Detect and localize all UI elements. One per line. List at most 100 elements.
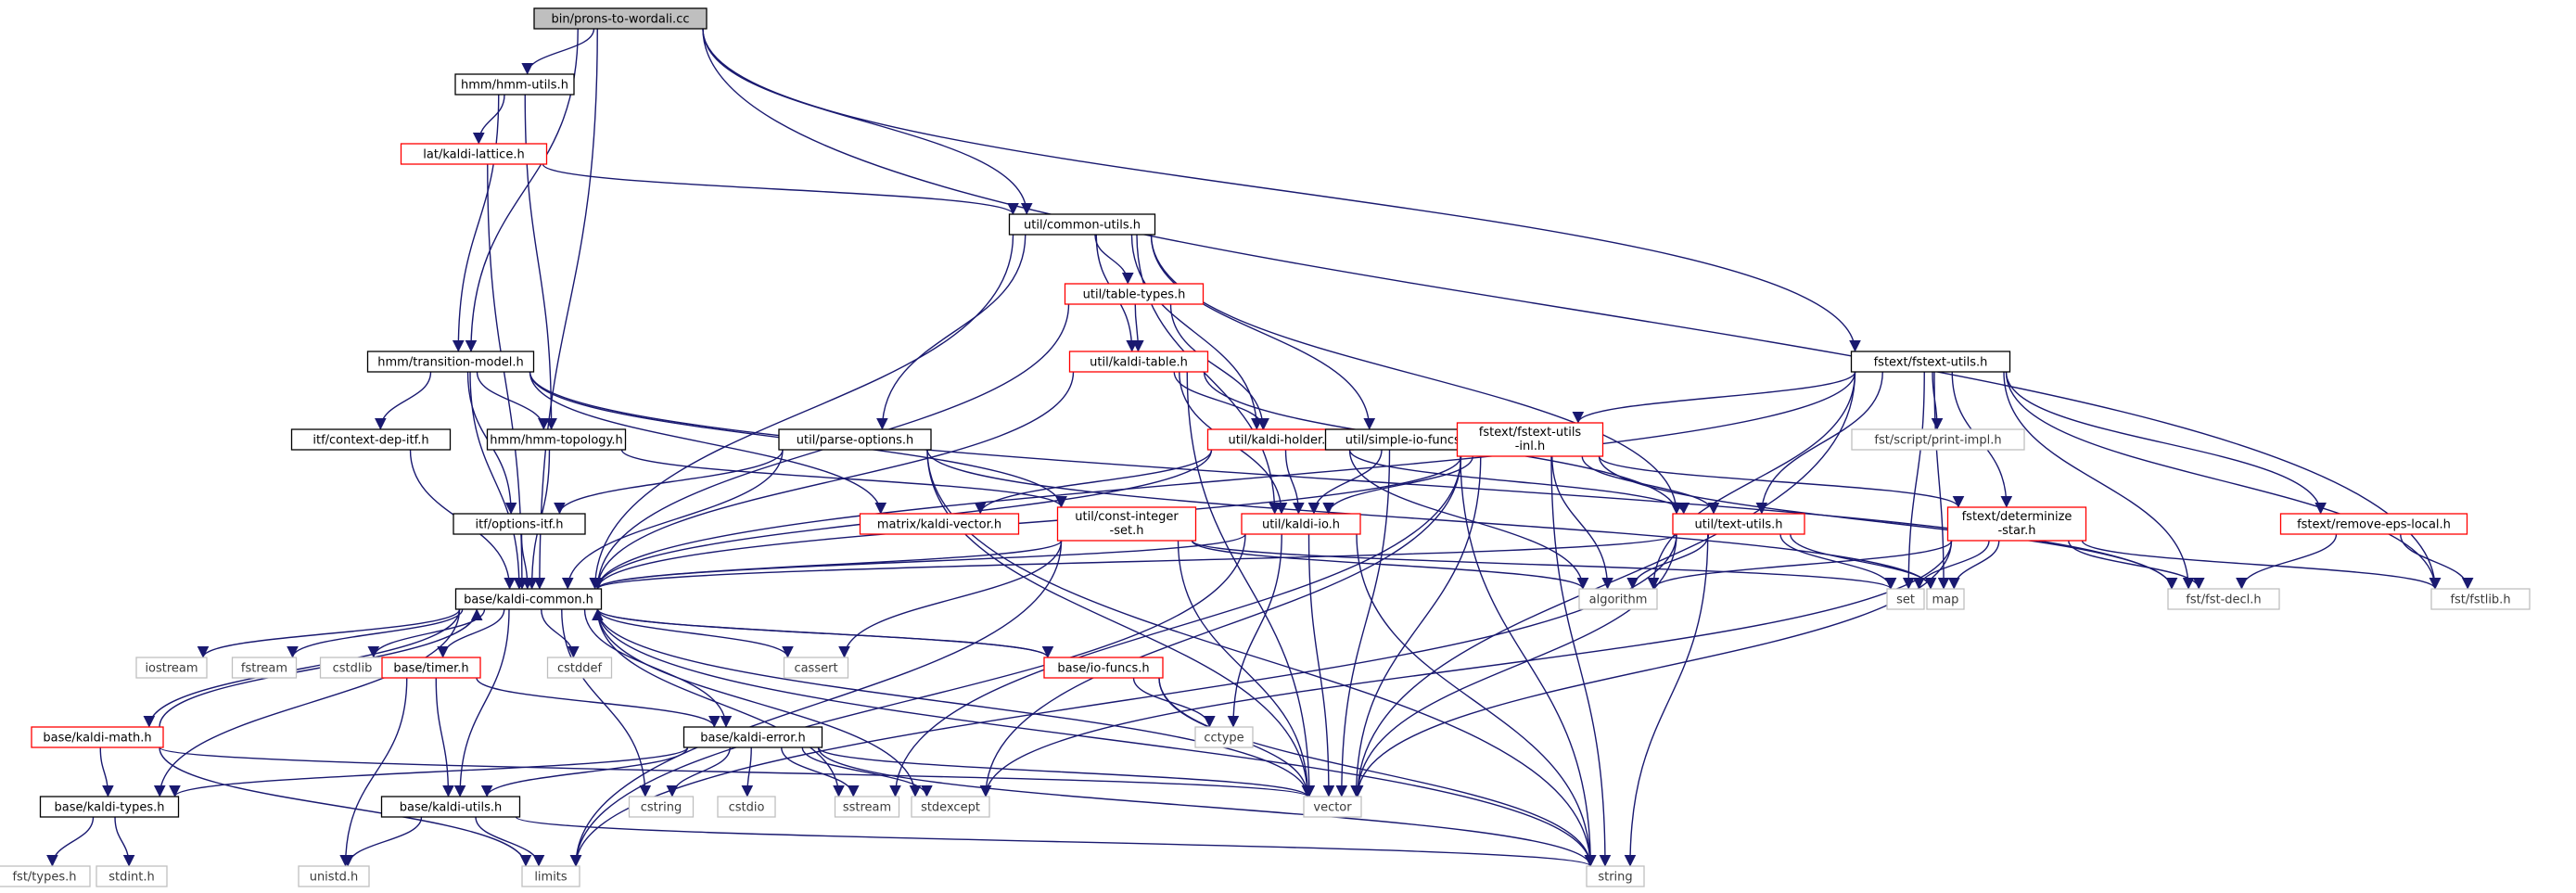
edge-fstext-utils-inl-to-algorithm bbox=[1551, 455, 1613, 590]
edge-fstext-utils-to-fstlib bbox=[2005, 371, 2442, 590]
edge-parse-options-to-map bbox=[926, 449, 1937, 590]
node-io-funcs[interactable]: base/io-funcs.h bbox=[1043, 657, 1164, 679]
node-cstring: cstring bbox=[628, 796, 695, 818]
node-box bbox=[454, 73, 575, 96]
node-kaldi-math[interactable]: base/kaldi-math.h bbox=[31, 726, 164, 748]
node-parse-options[interactable]: util/parse-options.h bbox=[778, 428, 932, 451]
node-hmm-utils[interactable]: hmm/hmm-utils.h bbox=[454, 73, 575, 96]
node-box bbox=[521, 865, 580, 887]
node-box bbox=[39, 796, 180, 818]
node-map: map bbox=[1926, 588, 1965, 610]
node-stdexcept: stdexcept bbox=[911, 796, 990, 818]
edge-kaldi-lattice-to-kaldi-common bbox=[487, 163, 529, 590]
edge-kaldi-utils-to-string bbox=[515, 816, 1596, 867]
node-kaldi-lattice[interactable]: lat/kaldi-lattice.h bbox=[400, 143, 548, 165]
node-const-integer-set[interactable]: util/const-integer-set.h bbox=[1056, 506, 1197, 542]
node-label: util/text-utils.h bbox=[1695, 518, 1783, 532]
node-text-utils[interactable]: util/text-utils.h bbox=[1672, 513, 1805, 535]
node-fstext-utils[interactable]: fstext/fstext-utils.h bbox=[1850, 351, 2011, 373]
node-root[interactable]: bin/prons-to-wordali.cc bbox=[533, 7, 708, 30]
node-box bbox=[717, 796, 776, 818]
edge-transition-model-to-hmm-topology bbox=[476, 371, 550, 430]
node-label: -set.h bbox=[1110, 524, 1144, 538]
node-label: fst/fstlib.h bbox=[2450, 593, 2510, 607]
node-algorithm: algorithm bbox=[1578, 588, 1658, 610]
node-kaldi-utils[interactable]: base/kaldi-utils.h bbox=[380, 796, 521, 818]
node-kaldi-table[interactable]: util/kaldi-table.h bbox=[1068, 351, 1209, 373]
node-common-utils[interactable]: util/common-utils.h bbox=[1008, 213, 1156, 236]
node-stdint: stdint.h bbox=[96, 865, 168, 887]
node-box bbox=[290, 428, 452, 451]
edge-remove-eps-local-to-fst-decl bbox=[2236, 533, 2338, 590]
edge-root-to-common-utils bbox=[702, 28, 1033, 215]
node-label: cstdio bbox=[729, 801, 765, 815]
edge-fstext-utils-inl-to-vector bbox=[1350, 455, 1482, 797]
edge-kaldi-lattice-to-common-utils bbox=[542, 163, 1019, 215]
edge-fstext-utils-inl-to-kaldi-common bbox=[592, 455, 1462, 590]
node-unistd: unistd.h bbox=[298, 865, 370, 887]
node-label: fstext/fstext-utils bbox=[1479, 426, 1582, 440]
node-kaldi-types[interactable]: base/kaldi-types.h bbox=[39, 796, 180, 818]
edge-kaldi-common-to-kaldi-math bbox=[143, 608, 461, 728]
node-label: map bbox=[1932, 593, 1959, 607]
node-label: hmm/hmm-topology.h bbox=[490, 434, 623, 448]
node-kaldi-error[interactable]: base/kaldi-error.h bbox=[682, 726, 823, 748]
node-label: -star.h bbox=[1997, 524, 2035, 538]
node-kaldi-common[interactable]: base/kaldi-common.h bbox=[454, 588, 603, 610]
node-box bbox=[31, 726, 164, 748]
edge-kaldi-io-to-limits bbox=[569, 533, 1246, 867]
node-box bbox=[400, 143, 548, 165]
node-remove-eps-local[interactable]: fstext/remove-eps-local.h bbox=[2279, 513, 2468, 535]
node-box bbox=[1241, 513, 1361, 535]
edge-kaldi-io-to-kaldi-common bbox=[592, 533, 1246, 590]
node-table-types[interactable]: util/table-types.h bbox=[1064, 283, 1205, 305]
edge-table-types-to-kaldi-table bbox=[1132, 303, 1144, 352]
edge-io-funcs-to-string bbox=[1158, 677, 1597, 867]
edge-timer-to-unistd bbox=[339, 677, 408, 867]
edge-determinize-star-to-fstlib bbox=[2081, 540, 2442, 590]
node-vector: vector bbox=[1303, 796, 1362, 818]
edge-io-funcs-to-kaldi-common bbox=[592, 608, 1049, 658]
edge-fstext-utils-to-fst-decl bbox=[2003, 371, 2195, 590]
node-context-dep-itf[interactable]: itf/context-dep-itf.h bbox=[290, 428, 452, 451]
node-fstream: fstream bbox=[231, 657, 298, 679]
node-box bbox=[1578, 588, 1658, 610]
node-box bbox=[783, 657, 849, 679]
edge-kaldi-table-to-vector bbox=[1186, 371, 1316, 797]
node-box bbox=[834, 796, 900, 818]
edge-const-integer-set-to-vector bbox=[1177, 540, 1314, 797]
node-label: fst/types.h bbox=[12, 871, 76, 885]
node-label: base/kaldi-utils.h bbox=[400, 801, 503, 815]
node-box bbox=[1672, 513, 1805, 535]
node-fstext-utils-inl[interactable]: fstext/fstext-utils-inl.h bbox=[1456, 422, 1604, 457]
edge-options-itf-to-kaldi-common bbox=[520, 533, 534, 590]
node-simple-io-funcs[interactable]: util/simple-io-funcs.h bbox=[1324, 428, 1493, 451]
node-fst-decl: fst/fst-decl.h bbox=[2167, 588, 2280, 610]
node-box bbox=[1043, 657, 1164, 679]
node-print-impl: fst/script/print-impl.h bbox=[1851, 428, 2025, 451]
edge-common-utils-to-table-types bbox=[1094, 234, 1134, 285]
node-options-itf[interactable]: itf/options-itf.h bbox=[453, 513, 586, 535]
node-kaldi-vector[interactable]: matrix/kaldi-vector.h bbox=[859, 513, 1020, 535]
node-label: util/common-utils.h bbox=[1024, 219, 1141, 233]
edge-common-utils-to-kaldi-holder bbox=[1130, 234, 1263, 430]
node-box bbox=[1886, 588, 1925, 610]
node-label: util/parse-options.h bbox=[797, 434, 913, 448]
node-label: fst/script/print-impl.h bbox=[1874, 434, 2001, 448]
node-box bbox=[1008, 213, 1156, 236]
node-transition-model[interactable]: hmm/transition-model.h bbox=[366, 351, 535, 373]
node-label: algorithm bbox=[1589, 593, 1648, 607]
edge-fstext-utils-to-fstext-utils-inl bbox=[1572, 371, 1856, 424]
edge-fstext-utils-inl-to-fst-decl bbox=[1598, 455, 2178, 590]
node-timer[interactable]: base/timer.h bbox=[381, 657, 481, 679]
node-kaldi-holder[interactable]: util/kaldi-holder.h bbox=[1206, 428, 1355, 451]
node-kaldi-io[interactable]: util/kaldi-io.h bbox=[1241, 513, 1361, 535]
edge-determinize-star-to-algorithm bbox=[1647, 540, 1953, 590]
node-determinize-star[interactable]: fstext/determinize-star.h bbox=[1946, 506, 2087, 542]
node-box bbox=[911, 796, 990, 818]
node-fst-types: fst/types.h bbox=[0, 865, 91, 887]
edge-const-integer-set-to-set bbox=[1191, 540, 1896, 590]
node-box bbox=[533, 7, 708, 30]
node-hmm-topology[interactable]: hmm/hmm-topology.h bbox=[486, 428, 627, 451]
edge-simple-io-funcs-to-vector bbox=[1335, 449, 1391, 797]
